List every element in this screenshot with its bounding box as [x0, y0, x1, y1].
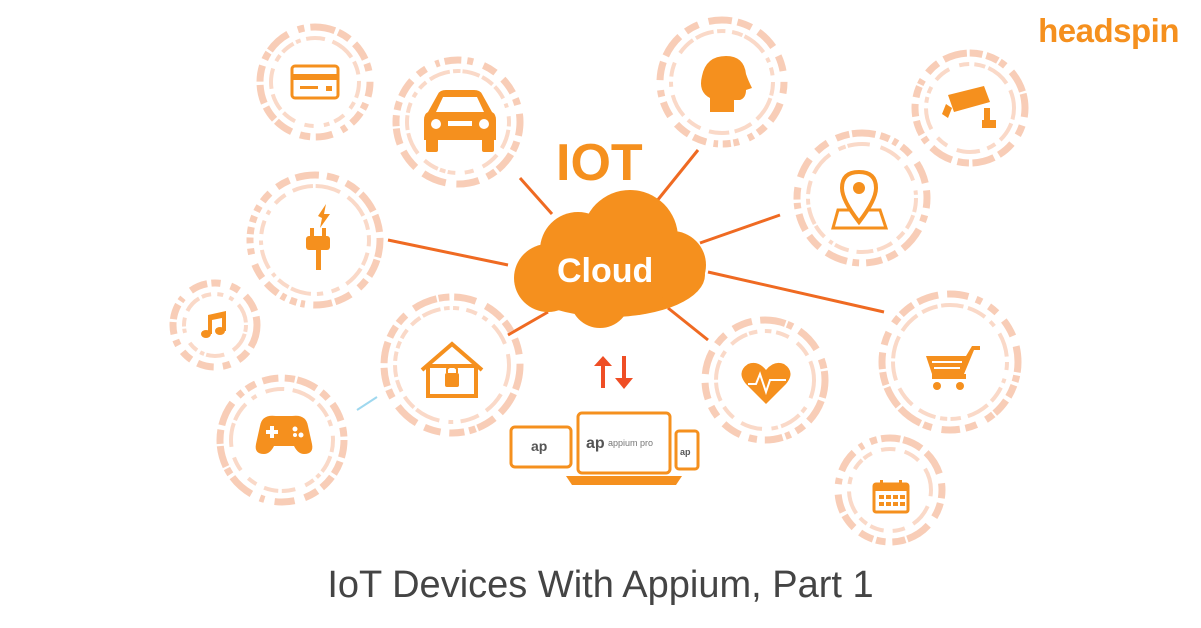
heartbeat-icon — [741, 362, 791, 404]
connector-line — [699, 213, 781, 245]
decorative-ring — [656, 16, 788, 148]
credit-card-icon — [290, 64, 340, 100]
decorative-ring — [216, 374, 348, 506]
decorative-ring — [393, 306, 511, 424]
decorative-ring — [911, 49, 1029, 167]
decorative-ring — [701, 316, 829, 444]
decorative-ring — [169, 279, 261, 371]
shopping-cart-icon — [926, 346, 980, 390]
decorative-ring — [380, 293, 524, 437]
decorative-ring — [259, 184, 371, 296]
decorative-ring — [669, 29, 775, 135]
decorative-ring — [806, 142, 918, 254]
cloud-label: Cloud — [557, 252, 654, 290]
faint-connector-line — [356, 396, 378, 411]
security-camera-icon — [942, 86, 996, 128]
sync-arrows-icon — [594, 356, 633, 389]
page-caption: IoT Devices With Appium, Part 1 — [327, 564, 874, 606]
phone-icon: ap — [674, 429, 700, 471]
svg-text:ap: ap — [531, 438, 547, 454]
decorative-ring — [924, 62, 1016, 154]
location-pin-icon — [831, 169, 889, 230]
decorative-ring — [714, 329, 816, 431]
calendar-icon — [872, 480, 910, 514]
decorative-ring — [793, 129, 931, 267]
headspin-logo[interactable]: headspin — [1038, 12, 1179, 49]
laptop-icon: ap appium pro — [566, 411, 682, 485]
decorative-ring — [182, 292, 248, 358]
music-note-icon — [201, 311, 226, 338]
connector-line — [667, 306, 709, 342]
car-icon — [424, 90, 496, 152]
connector-line — [518, 177, 554, 215]
connector-line — [507, 310, 549, 337]
decorative-ring — [891, 303, 1009, 421]
decorative-ring — [834, 434, 946, 546]
decorative-ring — [405, 69, 511, 175]
svg-text:ap: ap — [586, 435, 605, 452]
iot-heading: IOT — [556, 134, 643, 192]
connector-line — [387, 238, 509, 267]
decorative-ring — [392, 56, 524, 188]
device-rings — [169, 16, 1029, 546]
decorative-ring — [269, 36, 361, 128]
decorative-ring — [847, 447, 933, 533]
decorative-ring — [878, 290, 1022, 434]
power-plug-icon — [306, 204, 330, 270]
svg-text:ap: ap — [680, 447, 691, 457]
cloud-shape — [514, 190, 706, 328]
smart-home-lock-icon — [420, 341, 484, 398]
laptop-screen-text: appium pro — [608, 438, 653, 448]
tablet-icon: ap — [509, 425, 573, 469]
human-head-icon — [701, 56, 752, 112]
decorative-ring — [229, 387, 335, 493]
gamepad-icon — [255, 415, 313, 454]
connector-line — [707, 270, 885, 314]
decorative-ring — [246, 171, 384, 309]
decorative-ring — [256, 23, 374, 141]
